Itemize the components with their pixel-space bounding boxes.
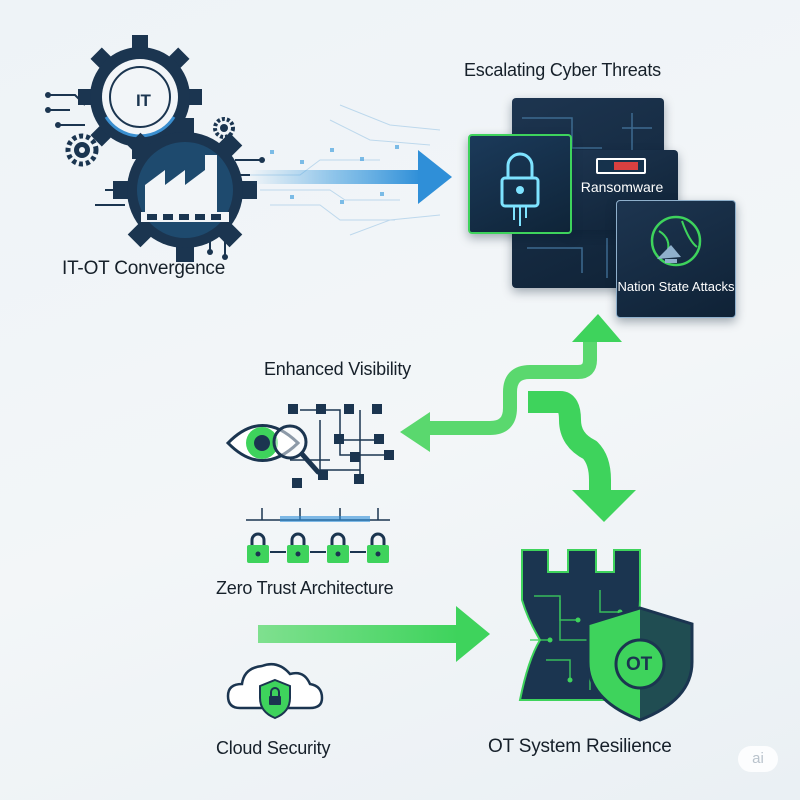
- small-gear-right: [213, 117, 235, 139]
- lock-threat-card: [468, 134, 572, 234]
- arrow-to-resilience: [528, 391, 611, 492]
- nation-state-card: Nation State Attacks: [616, 200, 736, 318]
- ransom-banner-icon: [596, 158, 646, 174]
- it-gear-label: IT: [136, 91, 151, 110]
- zero-trust-label: Zero Trust Architecture: [216, 578, 394, 598]
- threats-title: Escalating Cyber Threats: [464, 60, 661, 80]
- lock-row: [247, 532, 389, 563]
- nation-state-label: Nation State Attacks: [617, 279, 735, 294]
- cloud-security-label: Cloud Security: [216, 738, 331, 758]
- ot-resilience-label: OT System Resilience: [488, 736, 672, 757]
- arrow-zero-trust-to-resilience: [258, 625, 458, 643]
- ai-watermark: ai: [738, 746, 778, 772]
- arrow-to-visibility: [400, 412, 430, 452]
- it-ot-convergence-label: IT-OT Convergence: [62, 258, 226, 279]
- globe-satellite-icon: [650, 215, 702, 267]
- small-gear-left: [65, 133, 99, 167]
- magnifier-icon: [272, 424, 321, 475]
- enhanced-visibility-label: Enhanced Visibility: [264, 359, 411, 379]
- ot-factory-gear: [113, 118, 257, 262]
- padlock-icon: [500, 152, 540, 226]
- arrow-to-threats: [418, 340, 597, 435]
- ransomware-label: Ransomware: [580, 179, 664, 195]
- ot-shield-label: OT: [626, 654, 652, 675]
